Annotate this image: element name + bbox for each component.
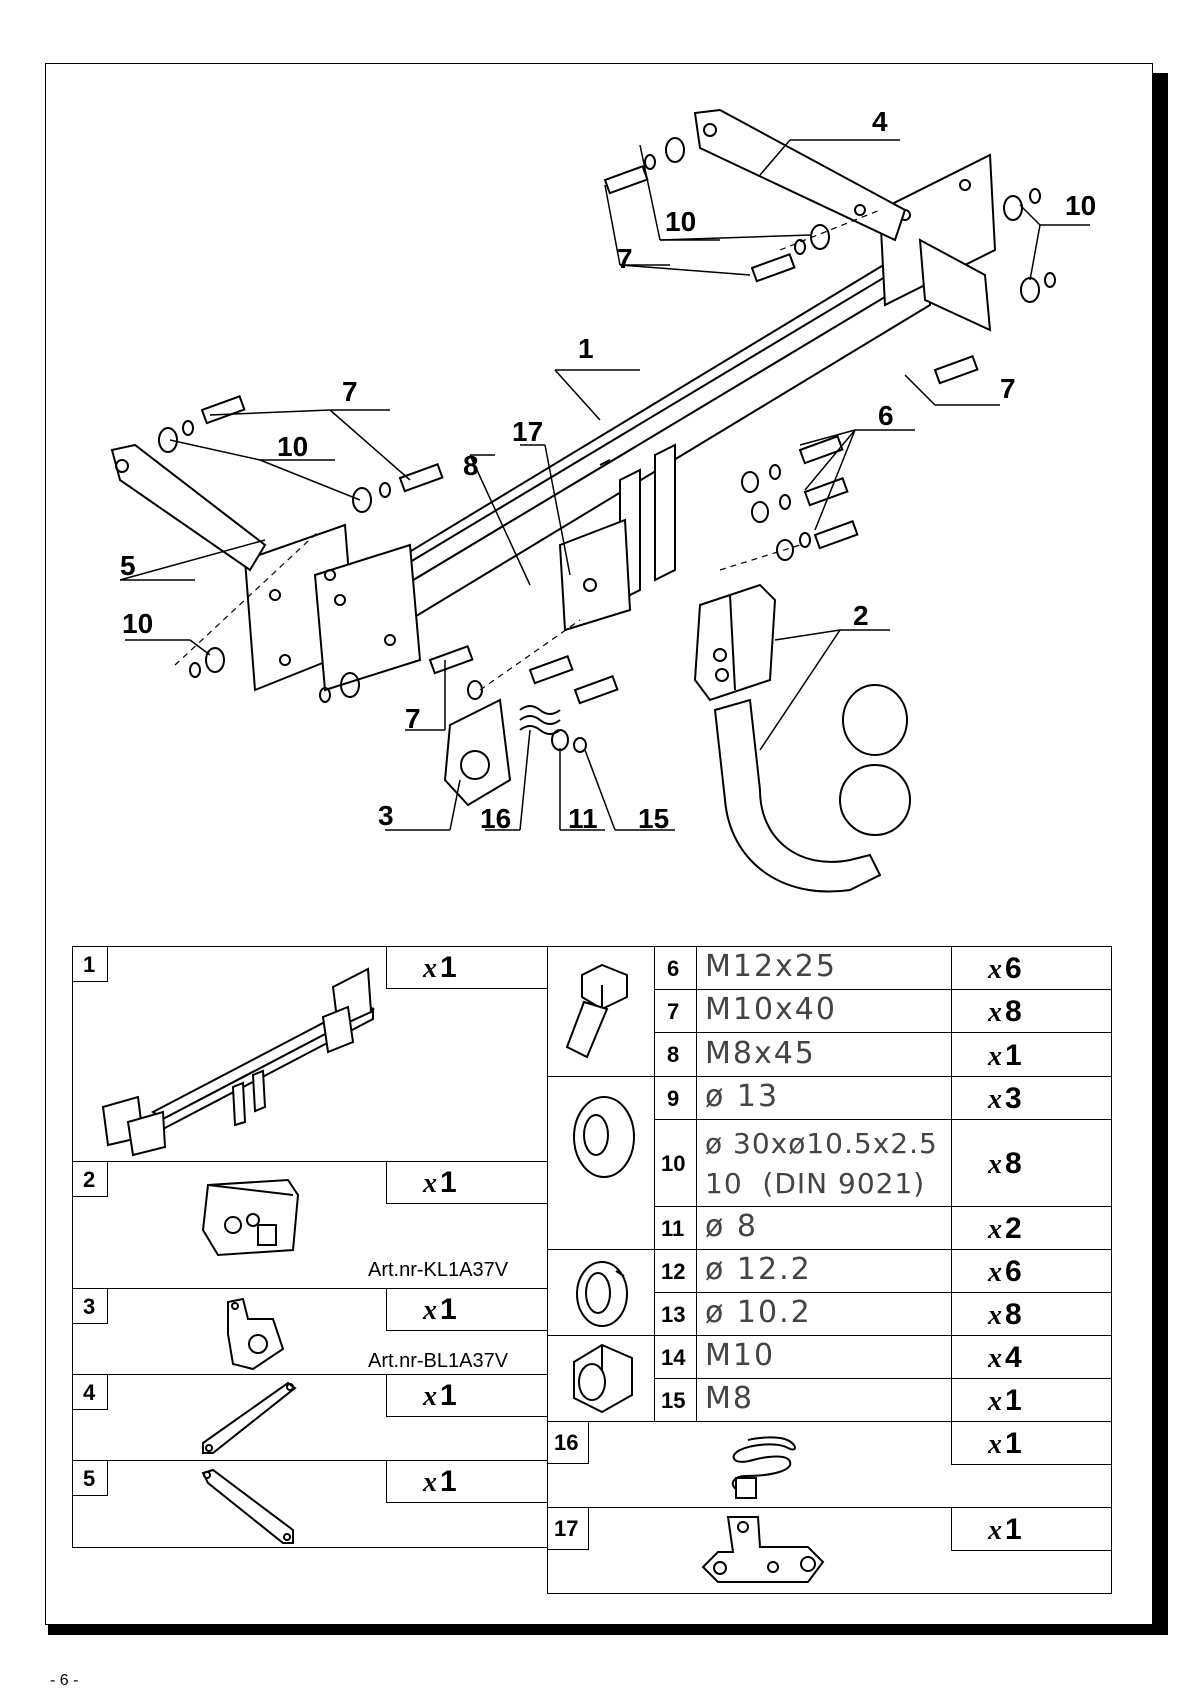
bracket-icon bbox=[202, 1381, 297, 1454]
part-2-art-number: Art.nr-KL1A37V bbox=[368, 1259, 509, 1281]
callout-16: 16 bbox=[480, 803, 512, 834]
right-end-plate-icon bbox=[878, 153, 997, 332]
part-6-num: 6 bbox=[654, 946, 697, 990]
nut-icon bbox=[573, 1343, 633, 1414]
callout-7: 7 bbox=[405, 703, 421, 734]
exploded-drawing bbox=[110, 108, 1090, 893]
callout-4: 4 bbox=[872, 106, 888, 137]
callout-10: 10 bbox=[1065, 190, 1097, 221]
socket-plate-icon bbox=[227, 1297, 285, 1371]
leader-lines bbox=[119, 139, 1090, 831]
bracket-5-icon bbox=[110, 443, 267, 572]
spring-washer-icon-cell bbox=[547, 1249, 655, 1336]
part-4-num-box: 4 bbox=[72, 1374, 108, 1410]
bolt-icon bbox=[565, 963, 628, 1059]
callout-2: 2 bbox=[853, 600, 869, 631]
part-9-spec: ø 13 bbox=[696, 1076, 952, 1120]
callout-7: 7 bbox=[342, 376, 358, 407]
left-end-plate-icon bbox=[243, 523, 422, 692]
part-16-num-box: 16 bbox=[547, 1421, 589, 1464]
part-11-spec: ø 8 bbox=[696, 1206, 952, 1250]
bracket-4-icon bbox=[693, 108, 907, 242]
part-12-num: 12 bbox=[654, 1249, 697, 1293]
part-14-spec: M10 bbox=[696, 1335, 952, 1379]
callout-5: 5 bbox=[120, 550, 136, 581]
tow-ball-icon bbox=[713, 684, 911, 893]
part-8-num: 8 bbox=[654, 1032, 697, 1077]
wiring-socket-icon bbox=[693, 583, 777, 702]
spring-icon bbox=[519, 705, 561, 735]
washer-icon-cell bbox=[547, 1076, 655, 1250]
washer-icon bbox=[573, 1096, 635, 1178]
spring-icon bbox=[731, 1436, 796, 1499]
bolt-icon-cell bbox=[547, 946, 655, 1077]
page-number: - 6 - bbox=[50, 1672, 79, 1689]
part-17-num-box: 17 bbox=[547, 1507, 589, 1550]
part-14-num: 14 bbox=[654, 1335, 697, 1379]
part-11-num: 11 bbox=[654, 1206, 697, 1250]
callout-7: 7 bbox=[1000, 373, 1016, 404]
part-13-spec: ø 10.2 bbox=[696, 1292, 952, 1336]
callout-7: 7 bbox=[617, 243, 633, 274]
callout-15: 15 bbox=[638, 803, 670, 834]
wiring-socket-icon bbox=[201, 1178, 300, 1257]
callout-11: 11 bbox=[568, 803, 598, 834]
socket-plate-icon bbox=[443, 698, 512, 807]
part-2-num-box: 2 bbox=[72, 1161, 108, 1197]
part-5-num-box: 5 bbox=[72, 1460, 108, 1496]
part-3-num-box: 3 bbox=[72, 1288, 108, 1324]
bolt-icons bbox=[200, 165, 979, 705]
alignment-lines bbox=[174, 209, 881, 691]
callout-10: 10 bbox=[122, 608, 154, 639]
part-10-spec: ø 30xø10.5x2.5 10 (DIN 9021) bbox=[696, 1119, 952, 1207]
part-13-num: 13 bbox=[654, 1292, 697, 1336]
callout-8: 8 bbox=[463, 450, 479, 481]
plate-17-icon bbox=[701, 1516, 825, 1583]
part-8-spec: M8x45 bbox=[696, 1032, 952, 1077]
callout-17: 17 bbox=[512, 416, 544, 447]
part-15-spec: M8 bbox=[696, 1378, 952, 1422]
bracket-icon bbox=[201, 1468, 294, 1544]
part-7-num: 7 bbox=[654, 989, 697, 1033]
part-1-num-box: 1 bbox=[72, 946, 108, 982]
part-12-spec: ø 12.2 bbox=[696, 1249, 952, 1293]
spring-washer-icon bbox=[576, 1261, 628, 1327]
part-7-spec: M10x40 bbox=[696, 989, 952, 1033]
part-6-spec: M12x25 bbox=[696, 946, 952, 990]
part-9-num: 9 bbox=[654, 1076, 697, 1120]
nut-icon-cell bbox=[547, 1335, 655, 1422]
callout-3: 3 bbox=[378, 800, 394, 831]
part-10-num: 10 bbox=[654, 1119, 697, 1207]
part-3-art-number: Art.nr-BL1A37V bbox=[368, 1350, 509, 1372]
callout-10: 10 bbox=[665, 206, 697, 237]
callout-1: 1 bbox=[578, 333, 594, 364]
callout-6: 6 bbox=[878, 400, 894, 431]
callout-10: 10 bbox=[277, 431, 309, 462]
center-brackets-icon bbox=[558, 443, 676, 632]
crossbar-icon bbox=[101, 967, 375, 1157]
part-15-num: 15 bbox=[654, 1378, 697, 1422]
